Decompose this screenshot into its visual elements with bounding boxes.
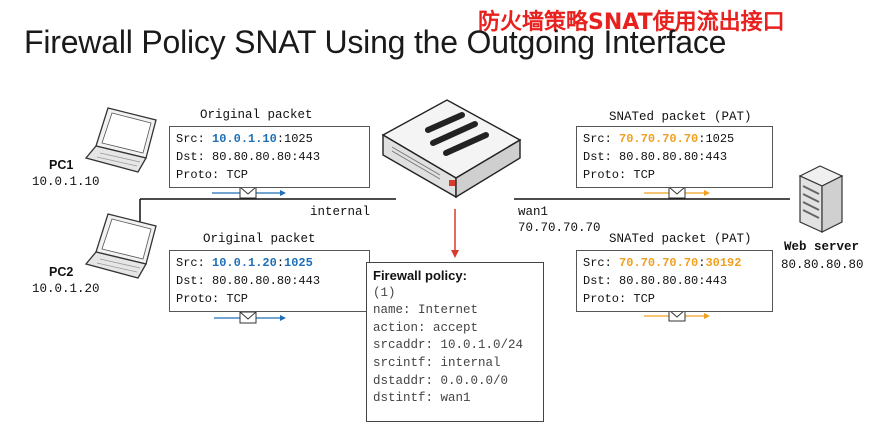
packet3-proto-row: Proto: TCP [583, 168, 656, 182]
packet4-src-ip: 70.70.70.70 [619, 256, 699, 270]
src-separator: : [698, 132, 706, 146]
packet3-dst-row: Dst: 80.80.80.80:443 [583, 150, 728, 164]
src-separator: : [276, 132, 285, 146]
packet4-box: Src: 70.70.70.70:30192 Dst: 80.80.80.80:… [576, 250, 773, 312]
packet3-src-row: Src: 70.70.70.70:1025 [583, 130, 766, 148]
packet1-proto-row: Proto: TCP [176, 168, 249, 182]
packet1-dst-row: Dst: 80.80.80.80:443 [176, 150, 321, 164]
packet1-caption: Original packet [200, 108, 313, 122]
src-prefix: Src: [176, 132, 213, 146]
packet4-proto-row: Proto: TCP [583, 292, 656, 306]
pc2-ip: 10.0.1.20 [32, 282, 100, 296]
server-name: Web server [784, 240, 860, 254]
internal-interface-label: internal [310, 205, 371, 219]
packet1-src-port: 1025 [284, 132, 313, 146]
src-prefix: Src: [176, 256, 213, 270]
packet3-caption: SNATed packet (PAT) [609, 110, 752, 124]
server-ip: 80.80.80.80 [781, 258, 864, 272]
src-separator: : [276, 256, 285, 270]
packet4-dst-row: Dst: 80.80.80.80:443 [583, 274, 728, 288]
envelope-icon [668, 186, 686, 199]
envelope-icon [239, 311, 257, 324]
src-separator: : [698, 256, 706, 270]
policy-title: Firewall policy: [373, 268, 467, 283]
packet2-dst-row: Dst: 80.80.80.80:443 [176, 274, 321, 288]
envelope-icon [239, 186, 257, 199]
laptop-icon [84, 213, 157, 279]
wan-interface-ip: 70.70.70.70 [518, 221, 601, 235]
pc2-name: PC2 [49, 265, 74, 279]
packet2-src-port: 1025 [284, 256, 313, 270]
server-icon [798, 165, 844, 233]
policy-line: name: Internet [373, 303, 479, 318]
packet3-src-ip: 70.70.70.70 [619, 132, 699, 146]
packet2-proto-row: Proto: TCP [176, 292, 249, 306]
page-title: Firewall Policy SNAT Using the Outgoing … [24, 24, 727, 60]
chinese-title: 防火墙策略SNAT使用流出接口 [478, 10, 785, 35]
packet3-src-port: 1025 [705, 132, 735, 146]
packet2-box: Src: 10.0.1.20:1025 Dst: 80.80.80.80:443… [169, 250, 370, 312]
packet4-src-port: 30192 [705, 256, 742, 270]
firewall-appliance-icon [381, 99, 522, 199]
packet3-box: Src: 70.70.70.70:1025 Dst: 80.80.80.80:4… [576, 126, 773, 188]
src-prefix: Src: [583, 132, 620, 146]
diagram-canvas [84, 99, 844, 324]
policy-line: dstaddr: 0.0.0.0/0 [373, 373, 509, 388]
laptop-icon [84, 107, 157, 173]
packet1-src-row: Src: 10.0.1.10:1025 [176, 130, 363, 148]
packet2-src-ip: 10.0.1.20 [212, 256, 277, 270]
policy-line: srcintf: internal [373, 355, 501, 370]
pc1-ip: 10.0.1.10 [32, 175, 100, 189]
src-prefix: Src: [583, 256, 620, 270]
policy-arrow-head [451, 250, 459, 258]
policy-line: dstintf: wan1 [373, 391, 471, 406]
pc1-name: PC1 [49, 158, 74, 172]
packet1-src-ip: 10.0.1.10 [212, 132, 277, 146]
policy-line: srcaddr: 10.0.1.0/24 [373, 338, 524, 353]
firewall-policy-box: Firewall policy: (1) name: Internet acti… [366, 262, 544, 422]
wan-interface-name: wan1 [518, 205, 549, 219]
packet4-caption: SNATed packet (PAT) [609, 232, 752, 246]
policy-line: (1) [373, 285, 396, 300]
policy-line: action: accept [373, 320, 479, 335]
packet1-box: Src: 10.0.1.10:1025 Dst: 80.80.80.80:443… [169, 126, 370, 188]
packet2-src-row: Src: 10.0.1.20:1025 [176, 254, 363, 272]
packet2-caption: Original packet [203, 232, 316, 246]
packet4-src-row: Src: 70.70.70.70:30192 [583, 254, 766, 272]
